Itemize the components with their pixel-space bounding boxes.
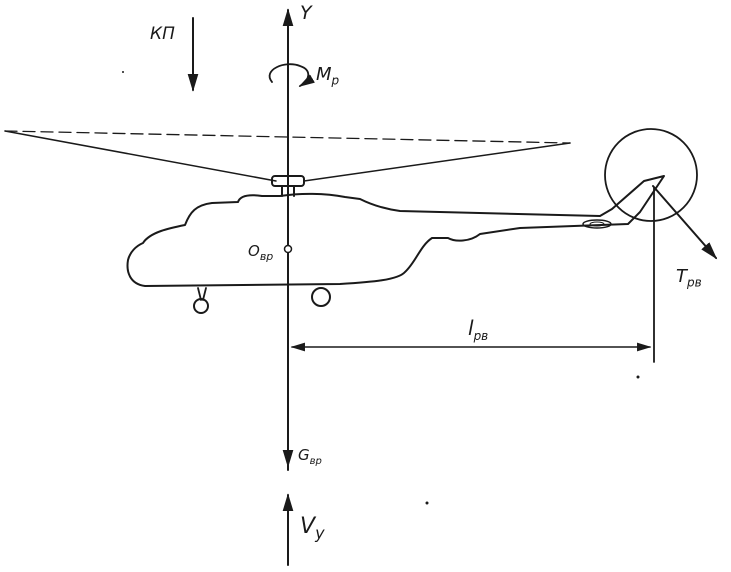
rotor-plane-dashed <box>4 130 571 144</box>
front-gear-strut-2 <box>202 287 207 301</box>
speck <box>425 501 429 505</box>
rotor-moment-arrow <box>268 63 316 87</box>
vertical-speed-sub: y <box>315 523 325 543</box>
tail-thrust-label: Tрв <box>676 266 702 290</box>
center-point <box>283 244 293 254</box>
y-axis-label: Y <box>300 2 312 24</box>
rotor-hub <box>271 175 305 187</box>
fuselage-outline <box>126 175 665 287</box>
tail-arm-sub: рв <box>473 329 489 343</box>
rotor-moment-label: Mр <box>316 64 340 88</box>
rotor-blade-left <box>4 130 277 182</box>
tail-thrust-arrow <box>652 185 718 260</box>
vertical-speed-label: Vy <box>300 514 325 543</box>
weight-sub: вр <box>309 456 322 467</box>
engine-detail <box>582 219 612 229</box>
front-gear-strut <box>197 287 202 301</box>
weight-label: Gвр <box>298 446 322 467</box>
speck <box>636 375 640 379</box>
tail-arm-label: lрв <box>468 316 489 343</box>
tail-thrust-sub: рв <box>687 275 702 290</box>
front-wheel <box>193 298 209 314</box>
rotor-blade-right <box>303 142 571 182</box>
kp-label: КП <box>150 24 175 44</box>
main-wheel <box>311 287 331 307</box>
center-label: Oвр <box>248 242 274 263</box>
rotor-moment-sub: р <box>331 73 340 88</box>
tail-rotor-disc <box>604 128 698 222</box>
speck <box>122 71 124 73</box>
center-sub: вр <box>259 250 274 263</box>
engine-detail-inner <box>589 221 605 227</box>
